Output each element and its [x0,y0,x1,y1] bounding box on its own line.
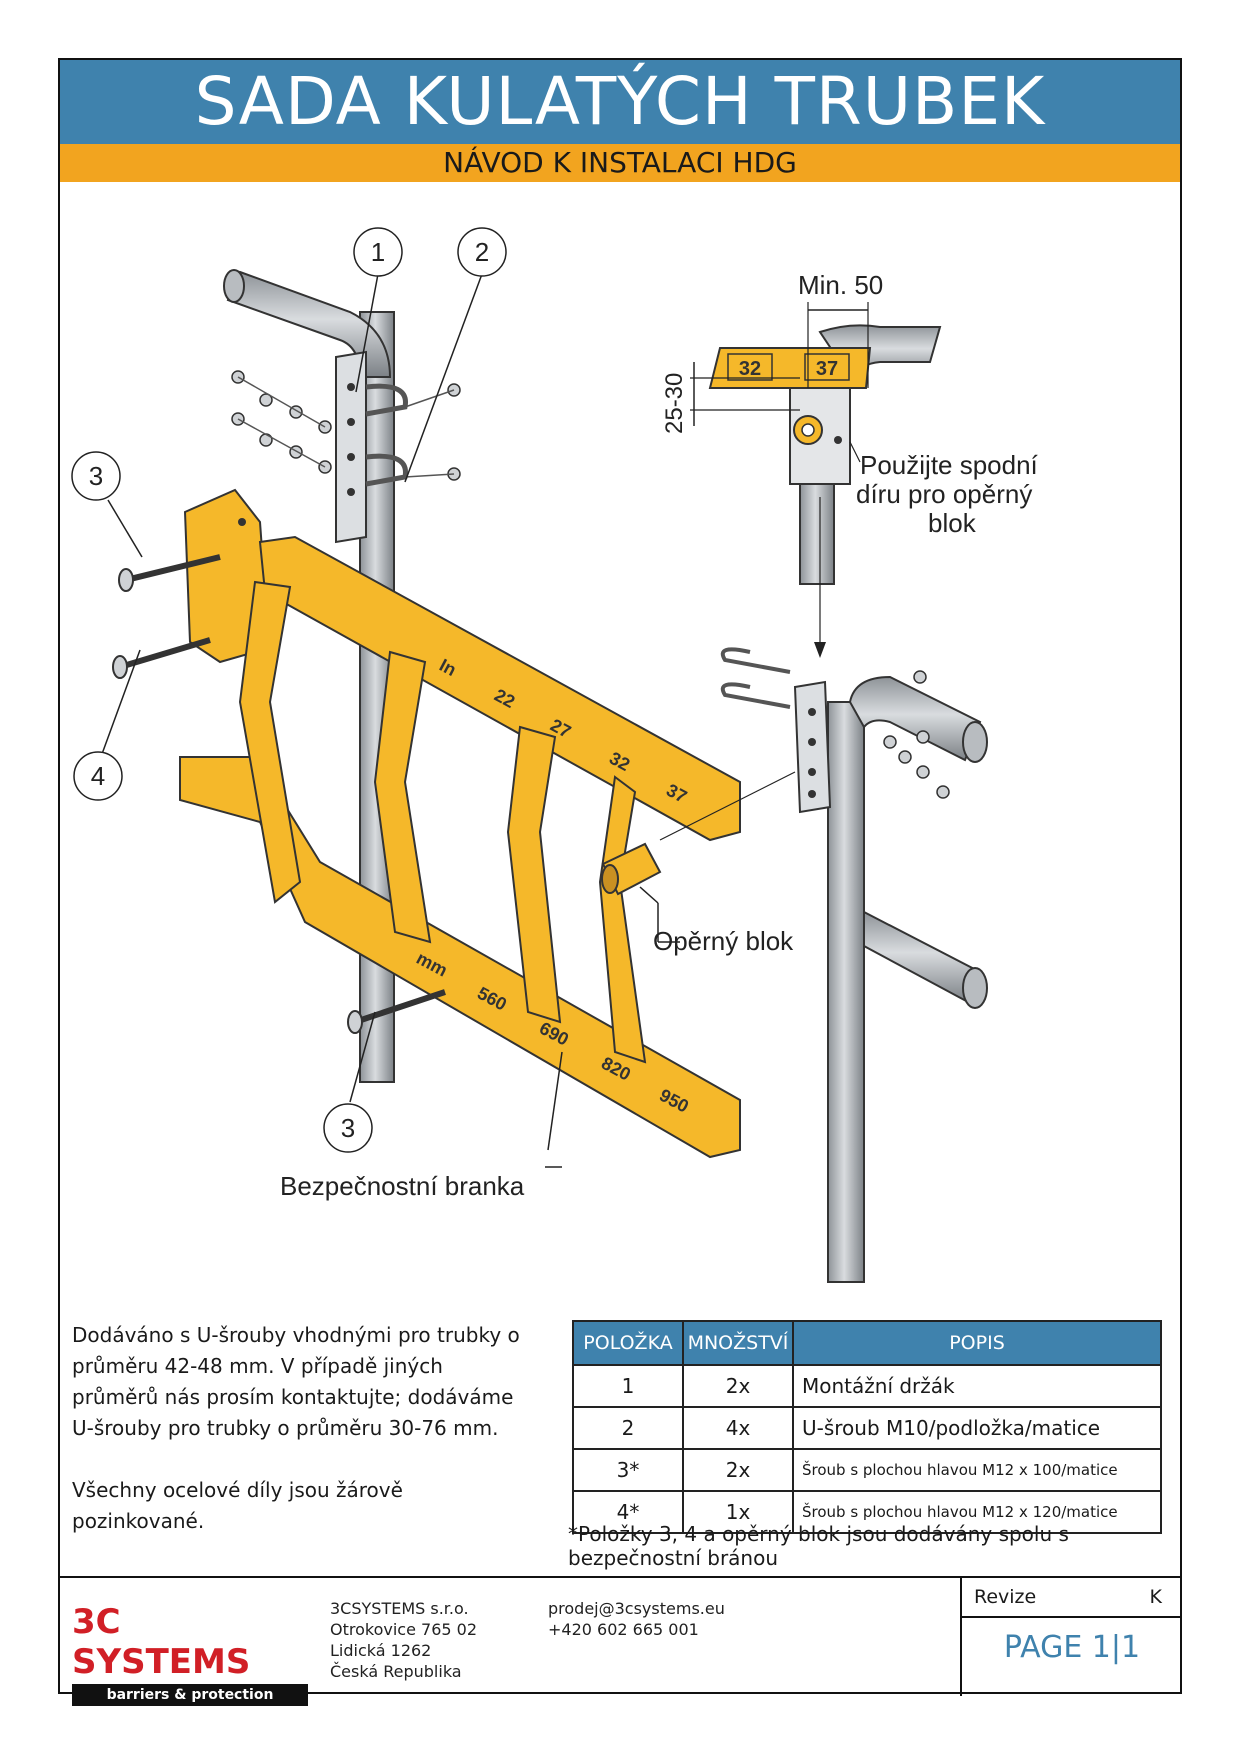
detail-mark-37: 37 [816,358,838,380]
detail-note-line2: díru pro opěrný [856,479,1032,509]
table-cell: Šroub s plochou hlavou M12 x 100/matice [792,1448,1162,1492]
table-cell: 2x [682,1448,794,1492]
company-address: 3CSYSTEMS s.r.o. Otrokovice 765 02 Lidic… [330,1598,477,1682]
company-logo: 3C SYSTEMS barriers & protection [72,1602,308,1706]
callout-3-bottom: 3 [341,1113,355,1143]
table-cell: 2 [572,1406,684,1450]
note-paragraph: Všechny ocelové díly jsou žárově pozinko… [72,1478,403,1533]
callout-2: 2 [475,237,489,267]
support-block [601,842,662,896]
table-cell: 1x [682,1490,794,1534]
logo-tagline: barriers & protection [72,1684,308,1706]
right-post-assembly [659,647,988,1283]
table-row: 1 2x Montážní držák [572,1364,1162,1408]
table-cell: 2x [682,1364,794,1408]
page-footer: 3C SYSTEMS barriers & protection 3CSYSTE… [60,1576,1182,1706]
dimension-25-30: 25-30 [661,373,688,434]
revision-value: K [1149,1586,1162,1608]
contact-email[interactable]: prodej@3csystems.eu [548,1599,725,1618]
table-row: 3* 2x Šroub s plochou hlavou M12 x 100/m… [572,1448,1162,1492]
table-cell: 1 [572,1364,684,1408]
table-header-row: POLOŽKA MNOŽSTVÍ POPIS [572,1320,1162,1366]
callout-4: 4 [91,761,105,791]
contact-phone: +420 602 665 001 [548,1620,699,1639]
column-header: MNOŽSTVÍ [682,1320,794,1366]
dimension-min50: Min. 50 [798,270,883,300]
table-cell: Montážní držák [792,1364,1162,1408]
table-cell: 4x [682,1406,794,1450]
label-support-block: Opěrný blok [653,926,794,956]
callout-1: 1 [371,237,385,267]
safety-gate [179,535,741,1159]
mounting-bracket [335,350,367,544]
top-rail-pipe [226,270,392,378]
revision-label: Revize [974,1586,1037,1608]
logo-name: 3C SYSTEMS [72,1602,251,1682]
revision-box: Revize K PAGE 1|1 [960,1578,1182,1696]
company-contact: prodej@3csystems.eu +420 602 665 001 [548,1598,725,1640]
column-header: POPIS [792,1320,1162,1366]
table-row: 4* 1x Šroub s plochou hlavou M12 x 120/m… [572,1490,1162,1534]
detail-mark-32: 32 [739,358,761,380]
page-number: PAGE 1|1 [1003,1630,1141,1665]
address-line: Česká Republika [330,1662,462,1681]
detail-view: 32 37 [690,302,942,658]
column-header: POLOŽKA [572,1320,684,1366]
note-paragraph: Dodáváno s U-šrouby vhodnými pro trubky … [72,1323,520,1440]
table-cell: Šroub s plochou hlavou M12 x 120/matice [792,1490,1162,1534]
table-cell: 3* [572,1448,684,1492]
detail-note-line1: Použijte spodní [860,450,1039,480]
nuts-washers [231,370,461,481]
parts-table: POLOŽKA MNOŽSTVÍ POPIS 1 2x Montážní drž… [572,1320,1162,1534]
table-footnote: *Položky 3, 4 a opěrný blok jsou dodáván… [568,1522,1069,1570]
table-cell: U-šroub M10/podložka/matice [792,1406,1162,1450]
address-line: Lidická 1262 [330,1641,432,1660]
detail-note-line3: blok [928,508,977,538]
address-line: Otrokovice 765 02 [330,1620,477,1639]
installation-drawing: In 22 27 32 37 mm 560 690 820 950 [71,227,1039,1283]
address-line: 3CSYSTEMS s.r.o. [330,1599,469,1618]
supply-note: Dodáváno s U-šrouby vhodnými pro trubky … [72,1320,532,1568]
document-sheet: SADA KULATÝCH TRUBEK NÁVOD K INSTALACI H… [58,58,1182,1706]
page-subtitle: NÁVOD K INSTALACI HDG [60,144,1180,182]
table-row: 2 4x U-šroub M10/podložka/matice [572,1406,1162,1450]
label-safety-gate: Bezpečnostní branka [280,1171,525,1201]
table-cell: 4* [572,1490,684,1534]
callout-3-top: 3 [89,461,103,491]
page-title: SADA KULATÝCH TRUBEK [60,60,1180,144]
